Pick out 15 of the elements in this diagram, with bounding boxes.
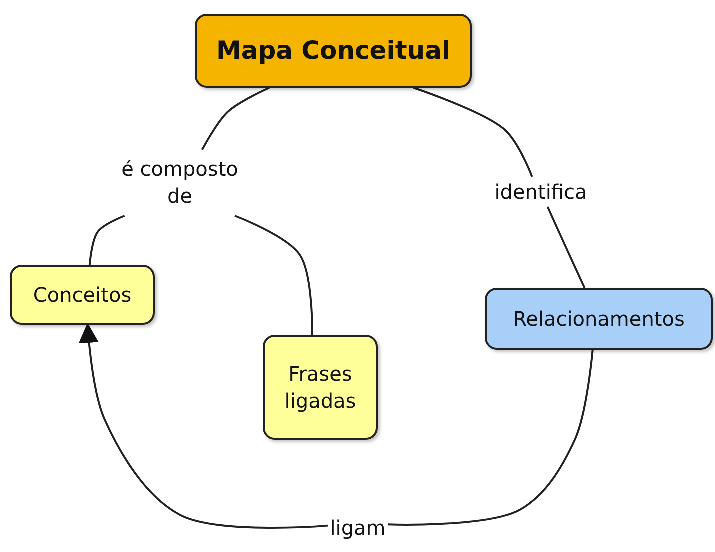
main-concept-box — [195, 14, 472, 88]
concept-label: Mapa Conceitual — [216, 35, 451, 68]
connector-line — [546, 206, 586, 288]
concept-label: Relacionamentos — [513, 306, 685, 332]
concept-label: Conceitos — [33, 282, 132, 308]
arrow — [79, 323, 328, 529]
concept-box — [263, 335, 378, 440]
connector-line — [201, 87, 270, 150]
connector-line — [88, 215, 126, 266]
connector-line — [234, 215, 314, 335]
connector-line — [388, 350, 594, 526]
concept-box — [485, 288, 713, 350]
concept-box — [10, 265, 155, 325]
connector-line — [414, 87, 534, 178]
concept-label: Frases ligadas — [284, 360, 358, 414]
